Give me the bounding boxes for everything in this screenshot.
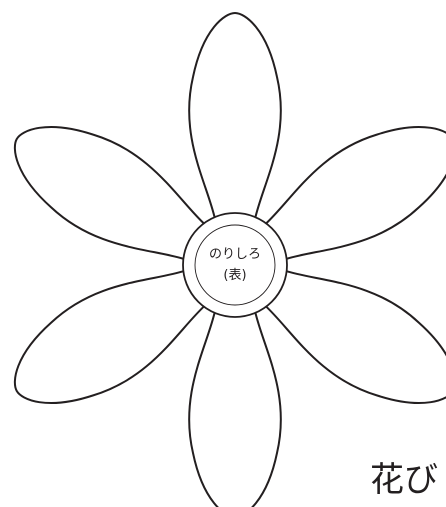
template-caption: 花び xyxy=(370,463,438,497)
glue-tab-side-label: (表) xyxy=(223,268,246,283)
petal-bottom xyxy=(189,311,281,507)
glue-tab-inner-circle xyxy=(195,225,275,305)
petal-top xyxy=(189,13,281,219)
glue-tab: のりしろ (表) xyxy=(183,213,287,317)
glue-tab-label: のりしろ xyxy=(209,247,261,262)
